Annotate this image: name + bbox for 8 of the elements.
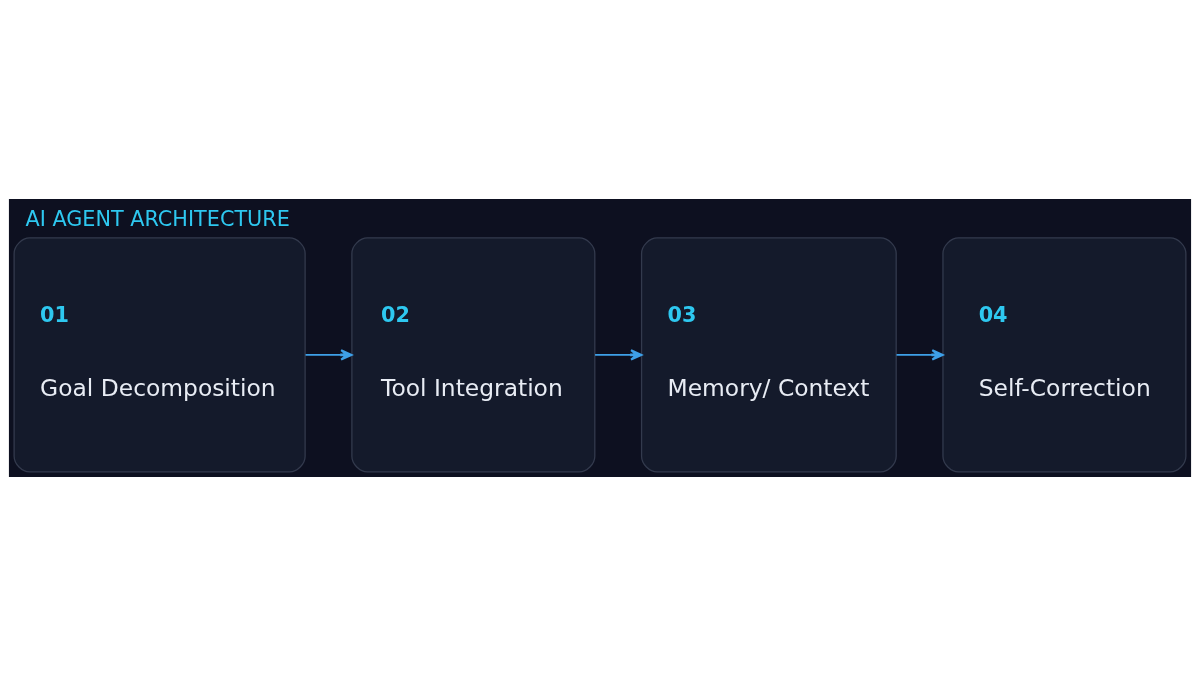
node-box: 04 Self-Correction: [942, 236, 1187, 472]
arrow: [594, 348, 643, 361]
node-box: 03 Memory/ Context: [640, 236, 897, 472]
node-box: 02 Tool Integration: [351, 236, 596, 472]
node-box: 01 Goal Decomposition: [13, 236, 306, 472]
arrow: [895, 348, 944, 361]
diagram-title: AI AGENT ARCHITECTURE: [25, 206, 290, 231]
arrow: [304, 348, 353, 361]
